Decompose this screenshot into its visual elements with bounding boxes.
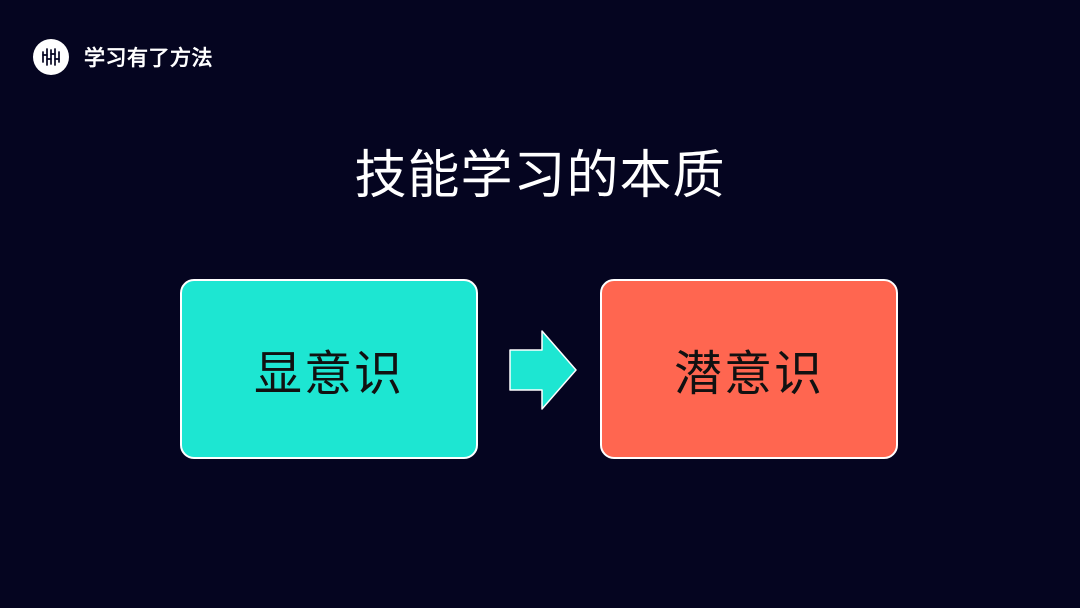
brain-icon — [33, 39, 69, 75]
node-conscious-label: 显意识 — [253, 346, 404, 402]
node-subconscious-label: 潜意识 — [673, 346, 824, 402]
node-conscious: 显意识 — [180, 279, 478, 459]
brand: 学习有了方法 — [33, 39, 213, 75]
brand-name: 学习有了方法 — [84, 46, 213, 70]
right-arrow-icon — [509, 330, 577, 410]
slide-title: 技能学习的本质 — [354, 146, 726, 206]
node-subconscious: 潜意识 — [600, 279, 898, 459]
